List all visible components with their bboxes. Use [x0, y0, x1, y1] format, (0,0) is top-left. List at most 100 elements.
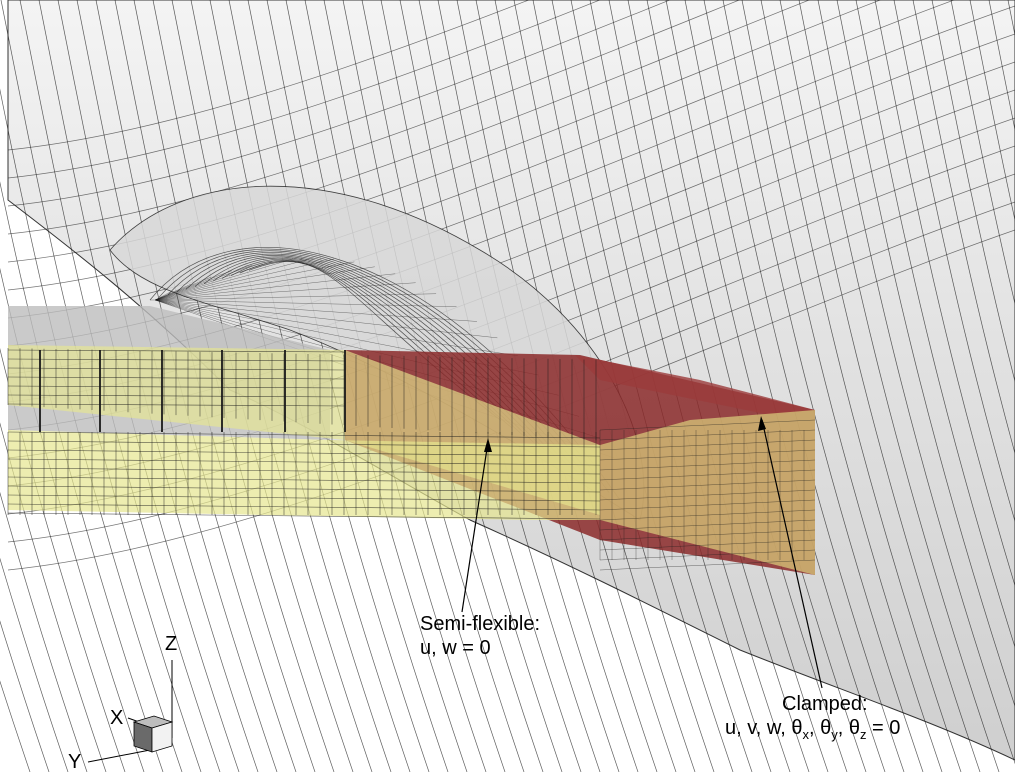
mesh-line: [154, 257, 314, 301]
mesh-line: [154, 299, 498, 339]
mesh-line: [779, 0, 981, 772]
mesh-line: [0, 347, 126, 772]
mesh-line: [855, 0, 1015, 649]
wingbox-top-red: [575, 355, 815, 415]
mesh-line: [741, 0, 943, 772]
mesh-line: [798, 0, 1000, 772]
mesh-line: [722, 0, 924, 772]
wing-upper-skin: [8, 345, 600, 515]
mesh-line: [154, 299, 518, 357]
mesh-line: [154, 273, 396, 301]
clamped-label: Clamped: u, v, w, θx, θy, θz = 0: [725, 692, 900, 747]
mesh-line: [7, 485, 601, 493]
mesh-line: [912, 0, 1015, 455]
mesh-line: [7, 467, 601, 475]
mesh-line: [599, 459, 816, 471]
mesh-line: [599, 549, 816, 561]
mesh-line: [627, 0, 829, 772]
y-axis-label: Y: [68, 751, 82, 773]
mesh-line: [599, 419, 816, 431]
clamped-cond-part: u, v, w, θ: [725, 717, 803, 739]
wing-mesh: [7, 348, 816, 571]
mesh-line: [836, 0, 1015, 708]
mesh-line: [817, 0, 1015, 765]
mesh-line: [7, 0, 955, 319]
semi-flexible-condition: u, w = 0: [420, 637, 491, 659]
mesh-line: [599, 509, 816, 521]
semi-flexible-leader: [461, 441, 489, 613]
mesh-line: [599, 559, 816, 571]
mesh-line: [7, 349, 346, 353]
mesh-line: [154, 299, 477, 322]
mesh-line: [532, 0, 734, 772]
semi-flexible-arrowhead: [484, 438, 492, 452]
clamped-cond-sub-x: x: [802, 727, 809, 742]
wing-lower-skin: [8, 430, 600, 520]
mesh-line: [7, 367, 346, 371]
mesh-line: [684, 0, 886, 772]
mesh-line: [0, 557, 69, 772]
mesh-line: [931, 0, 1015, 383]
semi-flexible-title: Semi-flexible:: [420, 613, 541, 635]
mesh-line: [154, 265, 253, 301]
clamped-title: Clamped:: [782, 693, 868, 715]
mesh-line: [665, 0, 867, 772]
z-axis-label: Z: [165, 633, 178, 655]
mesh-line: [599, 469, 816, 481]
mesh-line: [599, 519, 816, 531]
mesh-line: [513, 0, 715, 772]
mesh-line: [599, 449, 816, 461]
clamped-cond-sub-y: y: [831, 727, 838, 742]
clamped-cond-part: , θ: [837, 717, 860, 739]
mesh-line: [0, 620, 50, 772]
triad-cube-right: [151, 721, 173, 753]
mesh-line: [646, 0, 848, 772]
mesh-line: [599, 539, 816, 551]
mesh-line: [988, 0, 1015, 132]
mesh-line: [0, 422, 107, 772]
mesh-line: [703, 0, 905, 772]
mesh-line: [7, 494, 601, 502]
mesh-line: [154, 293, 437, 301]
mesh-line: [589, 0, 791, 772]
axis-triad: [87, 660, 174, 763]
mesh-line: [599, 529, 816, 541]
mesh-line: [154, 258, 334, 301]
mesh-line: [154, 261, 273, 301]
clamped-condition: u, v, w, θx, θy, θz = 0: [725, 716, 900, 747]
mesh-line: [154, 258, 294, 301]
mesh-line: [7, 512, 601, 520]
mesh-line: [7, 476, 601, 484]
mesh-line: [154, 299, 457, 307]
mesh-line: [570, 0, 772, 772]
wingbox-inner-block: [600, 410, 815, 575]
mesh-line: [969, 0, 1015, 222]
clamped-cond-part: = 0: [866, 717, 901, 739]
mesh-line: [7, 376, 346, 380]
mesh-line: [7, 403, 346, 407]
mesh-line: [7, 449, 601, 457]
mesh-line: [7, 0, 601, 179]
mesh-line: [599, 439, 816, 451]
mesh-line: [209, 0, 411, 772]
mesh-line: [608, 0, 810, 772]
x-axis-label: X: [110, 707, 124, 729]
mesh-line: [7, 0, 741, 235]
clamped-cond-part: , θ: [808, 717, 832, 739]
mesh-line: [154, 270, 232, 301]
mesh-line: [7, 440, 601, 448]
semi-flexible-label: Semi-flexible: u, w = 0: [420, 612, 540, 660]
mesh-line: [7, 385, 346, 389]
mesh-line: [551, 0, 753, 772]
mesh-line: [154, 282, 416, 301]
mesh-line: [893, 0, 1015, 523]
clamped-leader: [761, 419, 823, 689]
clamped-arrowhead: [758, 416, 766, 431]
mesh-line: [599, 489, 816, 501]
mesh-line: [154, 266, 375, 301]
mesh-line: [7, 0, 530, 151]
mesh-line: [950, 0, 1015, 306]
mesh-line: [760, 0, 962, 772]
mesh-line: [7, 358, 346, 362]
